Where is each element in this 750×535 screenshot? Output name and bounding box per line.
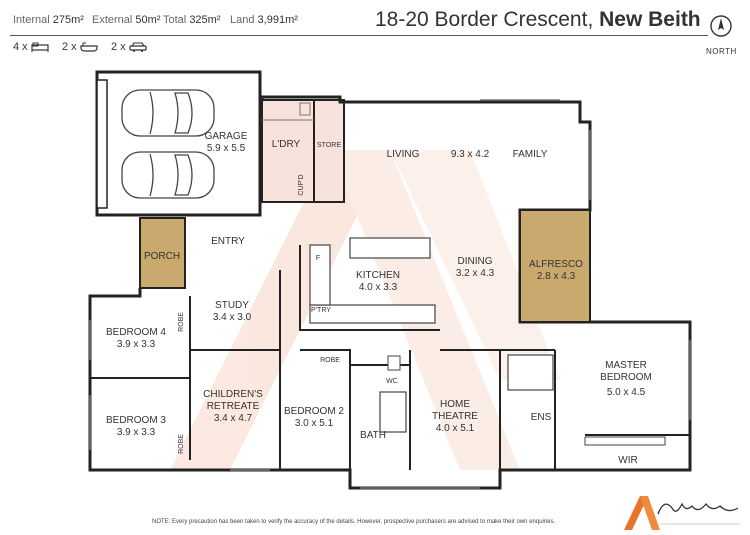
living-label: LIVING (387, 149, 420, 160)
toilet (387, 355, 401, 371)
windows (89, 99, 691, 489)
porch-area (139, 217, 186, 289)
kitchen-label: KITCHEN (356, 270, 400, 281)
fridge-label: F (316, 255, 320, 262)
living-size: 9.3 x 4.2 (451, 149, 490, 160)
robe-label: ROBE (320, 357, 340, 364)
disclaimer-note: NOTE: Every precaution has been taken to… (152, 519, 556, 525)
internal-area: Internal 275m² (13, 14, 84, 26)
kitchen-island (349, 237, 431, 259)
pantry (309, 244, 331, 306)
kitchen-size: 4.0 x 3.3 (359, 282, 398, 293)
bedroom4-label: BEDROOM 4 (106, 327, 166, 338)
wc-label: WC (386, 378, 398, 385)
bedroom4-size: 3.9 x 3.3 (117, 339, 156, 350)
garage-label: GARAGE (205, 131, 248, 142)
master-label-2: BEDROOM (600, 372, 652, 383)
alfresco-label: ALFRESCO (529, 259, 583, 270)
master-size: 5.0 x 4.5 (607, 387, 646, 398)
interior-walls (90, 245, 690, 488)
retreat-label-2: RETREATE (207, 401, 260, 412)
retreat-label: CHILDREN'S (203, 389, 263, 400)
robe-label: ROBE (178, 434, 185, 454)
dining-label: DINING (458, 256, 493, 267)
bedroom3-label: BEDROOM 3 (106, 415, 166, 426)
dining-size: 3.2 x 4.3 (456, 268, 495, 279)
ensuite-label: ENS (531, 412, 552, 423)
family-label: FAMILY (513, 149, 548, 160)
north-label: NORTH (706, 47, 737, 56)
theatre-size: 4.0 x 5.1 (436, 423, 475, 434)
car-icon (129, 42, 147, 53)
alfresco-size: 2.8 x 4.3 (537, 271, 576, 282)
bath-tub (379, 391, 407, 433)
bedroom-count: 4 x (13, 41, 49, 53)
robe-label: ROBE (178, 312, 185, 332)
cupd-label: CUP'D (298, 174, 305, 195)
bedroom2-size: 3.0 x 5.1 (295, 418, 334, 429)
garage-size: 5.9 x 5.5 (207, 143, 246, 154)
wir-shelf (584, 436, 666, 446)
total-area: Total 325m² (163, 14, 221, 26)
bath-label: BATH (360, 430, 386, 441)
header-divider (10, 35, 708, 36)
bedroom3-size: 3.9 x 3.3 (117, 427, 156, 438)
external-area: External 50m² (92, 14, 161, 26)
pantry-label: P'TRY (311, 307, 331, 314)
carspace-count: 2 x (111, 41, 147, 53)
theatre-label: HOME (440, 399, 470, 410)
store-label: STORE (317, 142, 341, 149)
bath-icon (80, 42, 98, 52)
garage-door (96, 79, 108, 209)
entry-label: ENTRY (211, 236, 245, 247)
property-address: 18-20 Border Crescent, New Beith (375, 8, 701, 31)
land-area: Land 3,991m² (230, 14, 298, 26)
north-arrow-icon (710, 15, 732, 37)
retreat-size: 3.4 x 4.7 (214, 413, 253, 424)
kitchen-bench (309, 304, 436, 324)
wir-label: WIR (618, 455, 637, 466)
theatre-label-2: THEATRE (432, 411, 478, 422)
alfresco-area (519, 209, 591, 323)
bedroom2-label: BEDROOM 2 (284, 406, 344, 417)
ensuite-shower (507, 354, 554, 391)
store-room (313, 99, 345, 203)
agency-logo (624, 496, 740, 530)
study-size: 3.4 x 3.0 (213, 312, 252, 323)
bathroom-count: 2 x (62, 41, 98, 53)
laundry-label: L'DRY (272, 139, 301, 150)
bed-icon (31, 42, 49, 53)
porch-label: PORCH (144, 251, 180, 262)
laundry-room (261, 99, 315, 203)
plan-header: Internal 275m² External 50m² Total 325m²… (0, 0, 750, 60)
car-icon (121, 89, 215, 199)
master-label: MASTER (605, 360, 647, 371)
study-label: STUDY (215, 300, 249, 311)
